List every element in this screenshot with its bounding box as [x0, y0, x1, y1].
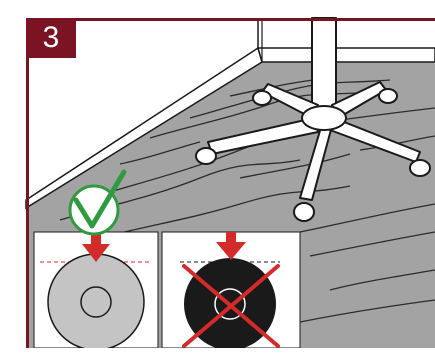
step-number-badge: 3 [26, 18, 76, 58]
correct-caster-panel [34, 232, 158, 348]
step-number: 3 [43, 21, 60, 55]
incorrect-caster-panel [162, 232, 300, 348]
